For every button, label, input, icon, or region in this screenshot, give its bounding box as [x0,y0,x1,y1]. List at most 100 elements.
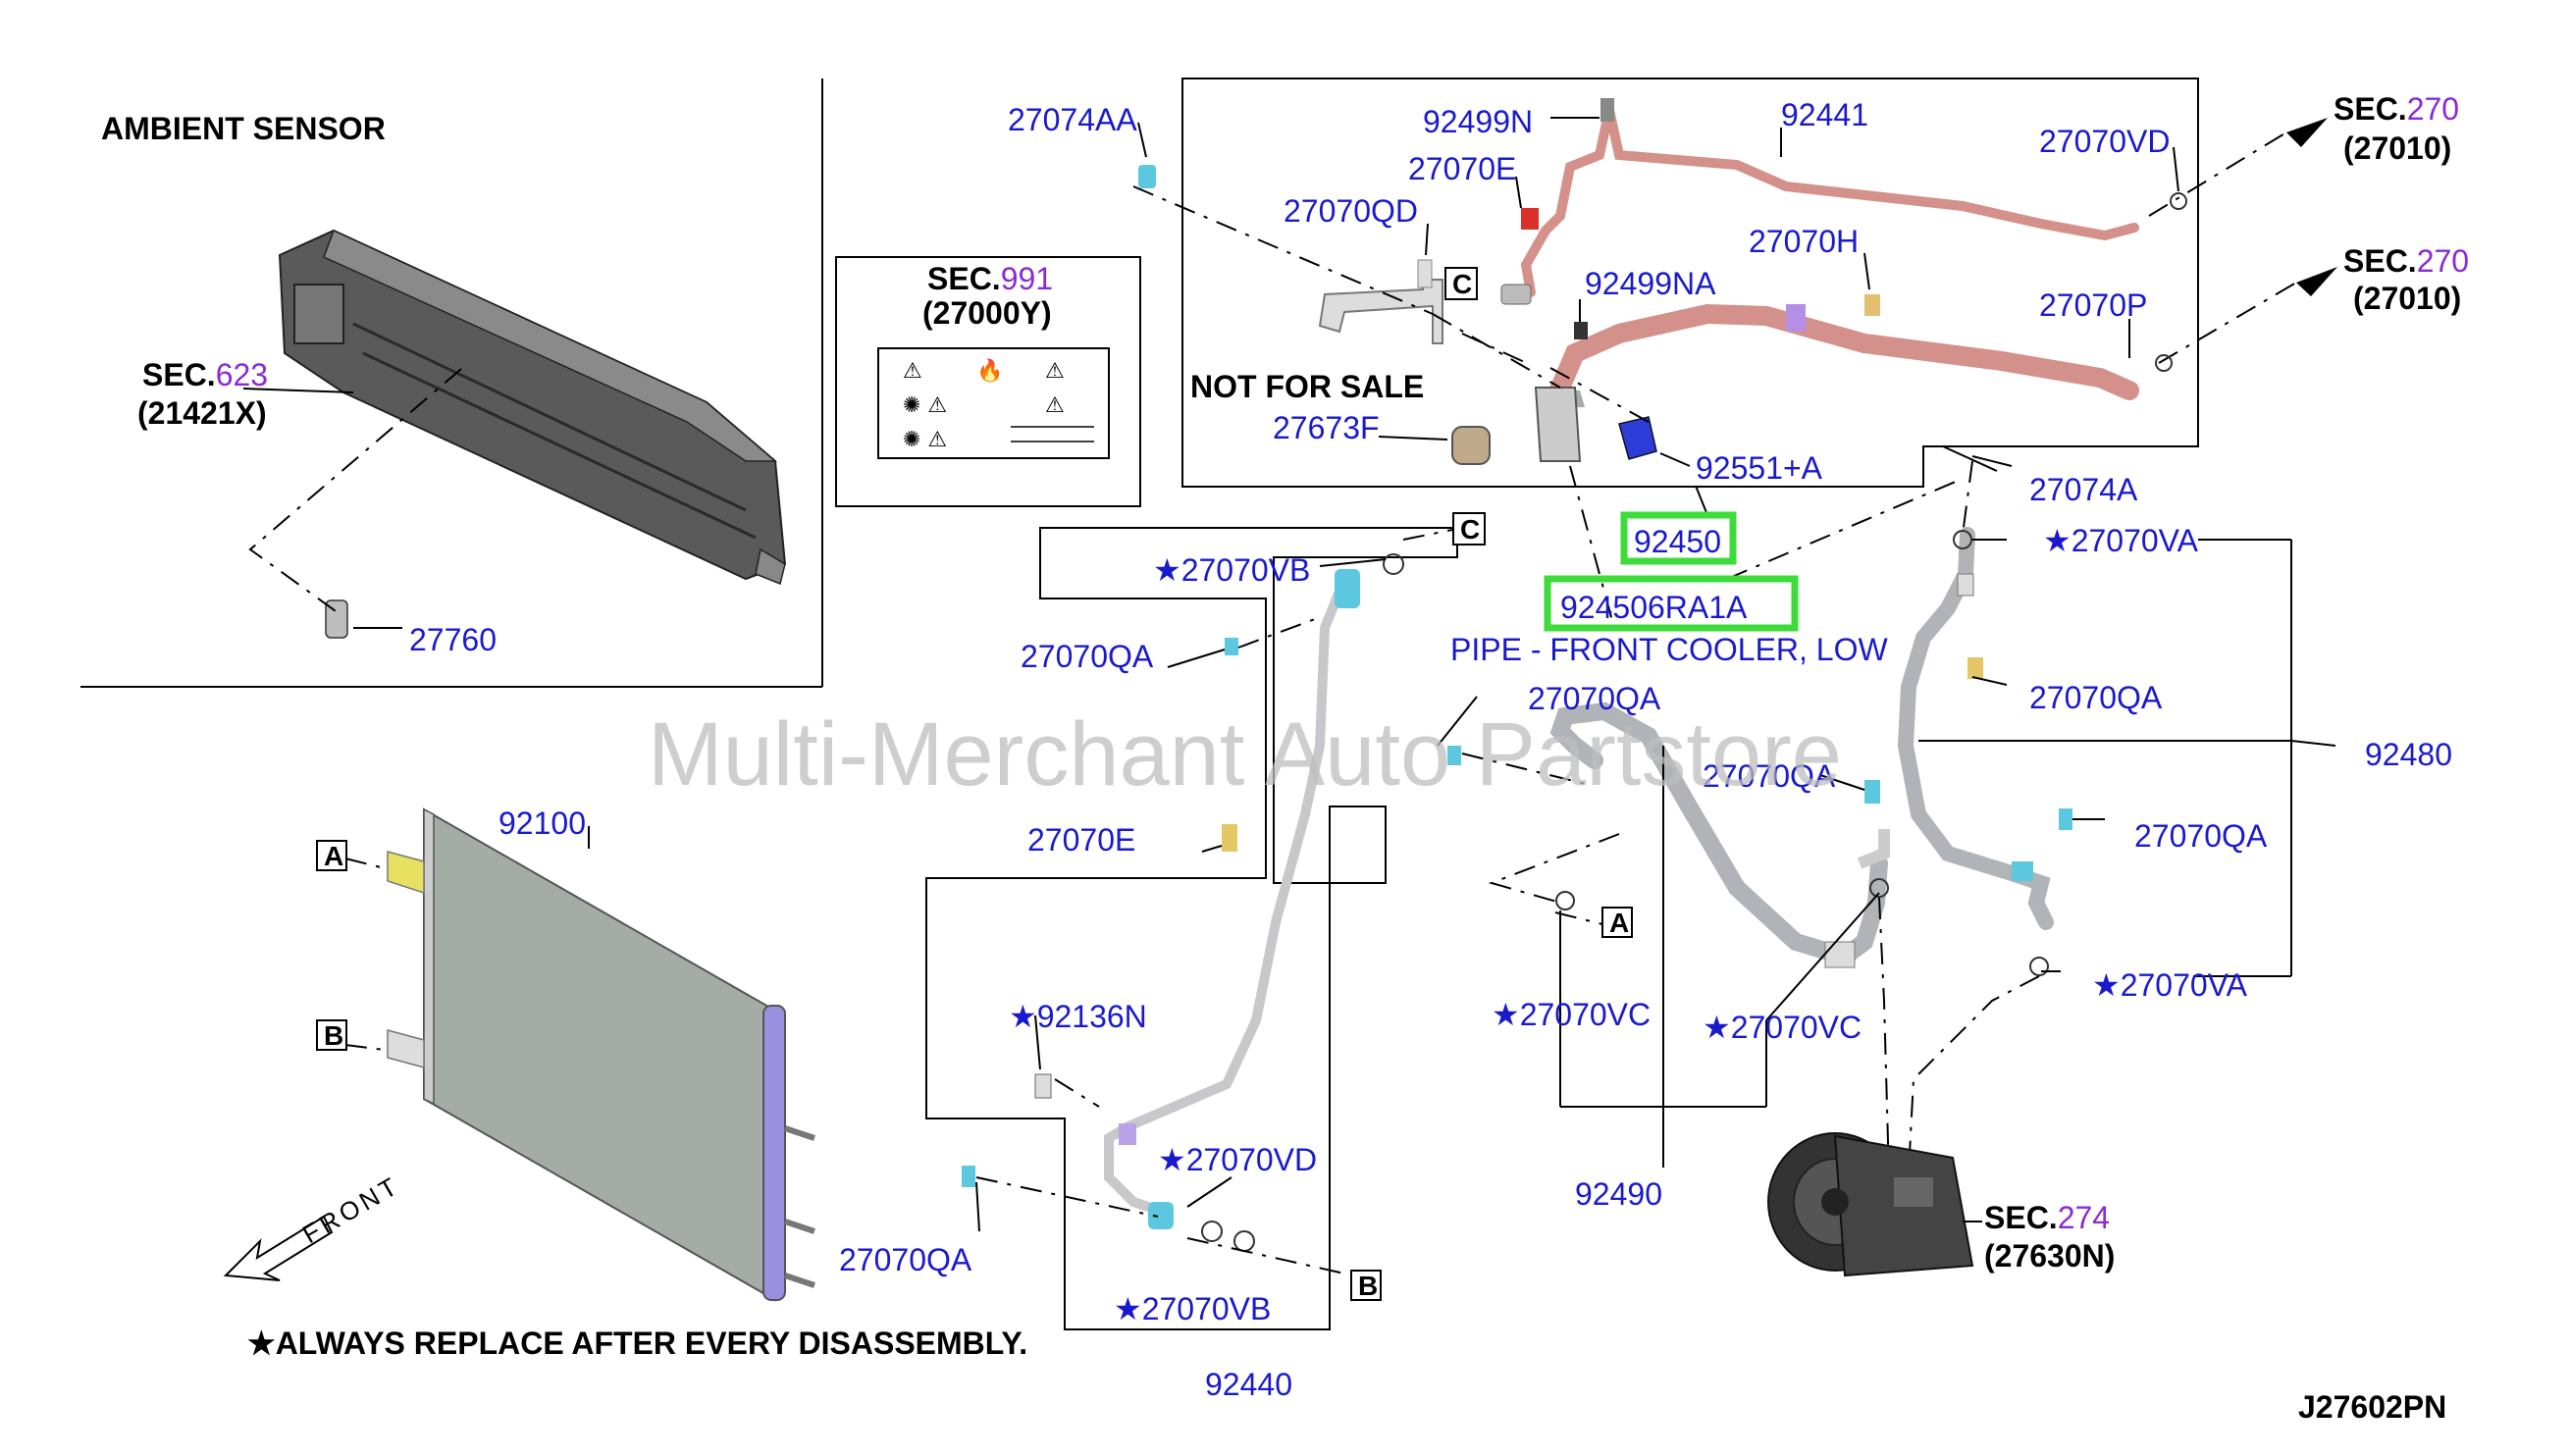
svg-text:⚠: ⚠ [1045,393,1065,418]
part-27070QA-mid: 27070QA [1528,681,1661,716]
tag-a-lower: A [1601,907,1633,938]
dash-27074A [1962,460,1973,536]
front-arrow-icon [223,1215,334,1281]
bracket-27070QD [1318,279,1443,344]
dash-compressor-2 [1908,975,2040,1173]
part-27070QA-r1: 27070QA [2029,680,2163,715]
tag-b-lower: B [1350,1270,1382,1301]
leaders-upper [1137,117,2179,516]
diagram-code: J27602PN [2298,1389,2446,1425]
part-92480: 92480 [2365,737,2452,772]
part-27070VC-l: ★27070VC [1492,997,1651,1032]
leader-sec623 [242,388,354,393]
dash-upper-mid [1461,333,1650,423]
part-92100: 92100 [498,806,586,841]
part-92136N: ★92136N [1009,999,1147,1034]
part-27070QA-mid2: 27070QA [1703,758,1836,794]
part-27070E-top: 27070E [1408,151,1516,186]
arrow-sec270a [2286,118,2328,147]
valve-block [1534,387,1582,462]
dash-92136N [1054,1078,1100,1108]
svg-text:(27010): (27010) [2343,130,2451,166]
dash-c-upper [1402,529,1453,541]
sec274-ref: SEC.274 (27630N) [1984,1200,2115,1274]
sec270a-ref: SEC.270 (27010) [2334,91,2459,166]
dash-a-lower [1488,833,1620,904]
part-27070VB-top: ★27070VB [1153,552,1310,588]
dash-27070QA-l1 [1237,615,1324,649]
part-27673F: 27673F [1273,410,1380,445]
part-27070VA-bot: ★27070VA [2092,967,2248,1003]
svg-text:C: C [1452,269,1472,299]
pipe-92490 [1447,702,1890,968]
part-27070QA-l1: 27070QA [1021,639,1154,674]
highlight-box-92450 [1620,511,1737,565]
condenser-92100 [387,807,815,1302]
svg-text:SEC.991: SEC.991 [927,261,1053,296]
cowl-panel-illustration [278,229,787,586]
tag-b-condenser: B [316,1019,347,1051]
upper-pipe-box [1181,78,2199,488]
tag-c-lower: C [1452,512,1486,546]
svg-text:B: B [324,1020,343,1051]
part-27074A: 27074A [2029,472,2138,507]
part-27070VC-r: ★27070VC [1703,1010,1862,1045]
part-92499N: 92499N [1423,104,1533,139]
lower-left-pipe-box [925,527,1458,1330]
leaders-mid [1437,696,1880,1168]
part-27760: 27760 [409,622,497,657]
dash-compressor-1 [1878,897,1890,1178]
part-27070VA-top: ★27070VA [2043,523,2199,558]
svg-text:SEC.274: SEC.274 [1984,1200,2110,1235]
tag-a-condenser: A [316,840,347,871]
part-27070VD-bot: ★27070VD [1158,1142,1317,1177]
dash-highlight-right [1726,480,1959,580]
arrow-sec270b [2296,267,2337,296]
fittings-upper [1138,165,2187,372]
part-92440: 92440 [1205,1367,1292,1402]
part-27070QA-r2: 27070QA [2134,818,2268,854]
pipe-92480 [1897,527,2072,976]
pipe-92441 [1500,98,2139,305]
svg-text:(27000Y): (27000Y) [922,295,1052,331]
part-92441: 92441 [1781,97,1868,132]
part-92450: 92450 [1634,524,1721,559]
dash-sec270b [2158,282,2297,364]
highlight-box-924506RA1A [1544,575,1799,632]
part-27070QD: 27070QD [1284,193,1418,229]
dash-b [975,1176,1345,1274]
svg-text:🔥: 🔥 [976,358,1003,384]
svg-text:⚠: ⚠ [903,359,922,384]
footnote: ★ALWAYS REPLACE AFTER EVERY DISASSEMBLY. [247,1326,1027,1361]
part-27074AA: 27074AA [1008,102,1137,137]
bracket-92551A [1618,416,1657,460]
svg-text:✺ ⚠: ✺ ⚠ [903,428,947,452]
part-27070QA-bot: 27070QA [839,1242,972,1277]
compressor-illustration [1767,1132,1974,1277]
dash-sec270a [2148,131,2287,217]
sec623-ref: SEC.623 (21421X) [137,357,268,431]
svg-text:A: A [324,841,343,871]
sec991-ref: SEC.991 (27000Y) [922,261,1053,331]
svg-text:⚠: ⚠ [1045,359,1065,384]
svg-text:SEC.270: SEC.270 [2334,91,2459,127]
part-92551A: 92551+A [1696,450,1823,486]
svg-text:SEC.270: SEC.270 [2343,243,2469,279]
ambient-sensor-part [325,599,348,639]
watermark: Multi-Merchant Auto Partstore [648,704,1842,805]
dash-27070QA-mid [1461,753,1591,786]
highlight-description: PIPE - FRONT COOLER, LOW [1450,632,1888,667]
part-27070VB-bot: ★27070VB [1114,1291,1271,1326]
sec270b-ref: SEC.270 (27010) [2343,243,2469,316]
dash-27074AA [1132,185,1561,389]
part-27070E-l: 27070E [1027,822,1135,858]
part-92490: 92490 [1575,1176,1662,1212]
svg-text:C: C [1460,514,1480,545]
part-924506RA1A: 924506RA1A [1560,590,1748,625]
not-for-sale-label: NOT FOR SALE [1190,369,1424,404]
svg-text:SEC.623: SEC.623 [142,357,268,392]
part-27070H: 27070H [1749,224,1859,259]
label-box [835,256,1141,507]
part-27070VD-top: 27070VD [2039,124,2170,159]
